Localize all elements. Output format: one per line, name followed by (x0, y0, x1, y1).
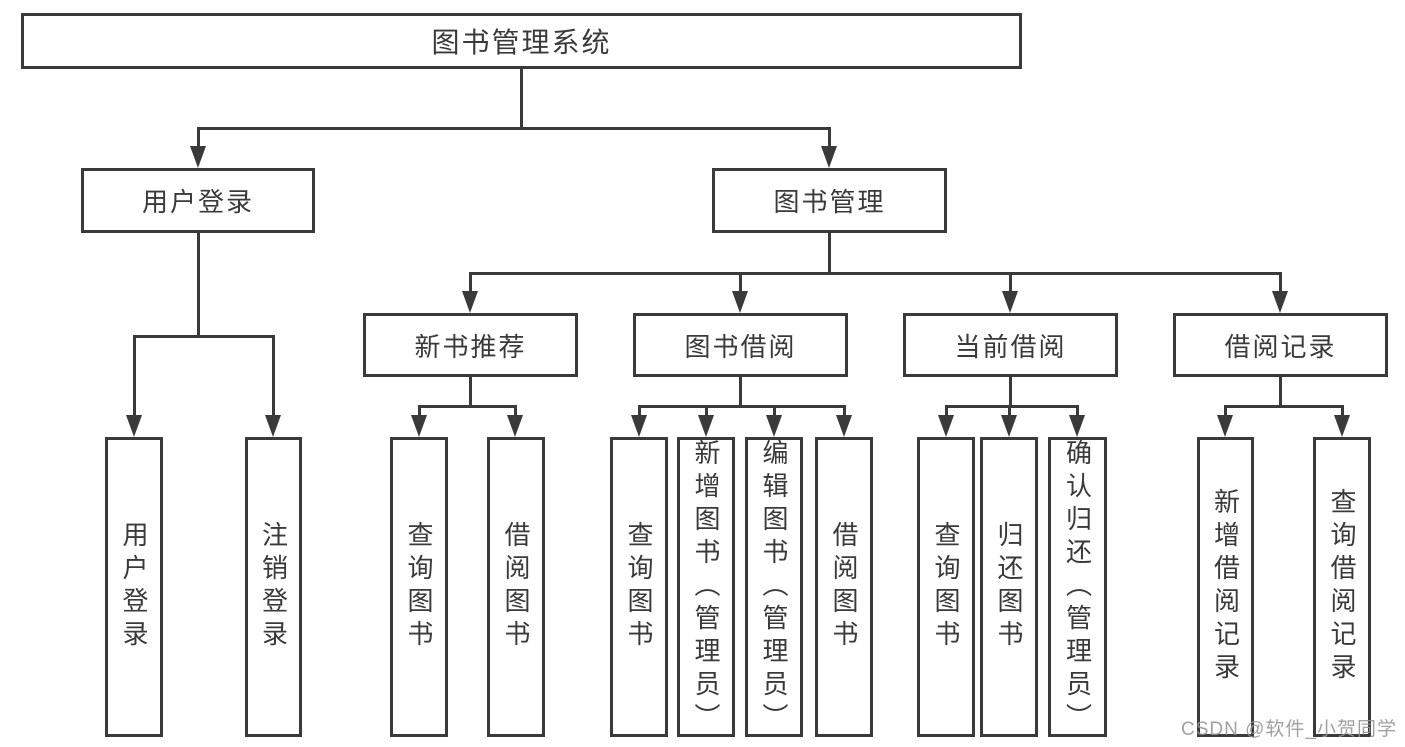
connector-new-book-stub (469, 377, 472, 405)
leaf-label: 查询借阅记录 (1327, 488, 1357, 686)
node-user-login: 用户登录 (81, 168, 315, 233)
leaf-add-borrow-record: 新增借阅记录 (1197, 437, 1254, 737)
leaf-return-book: 归还图书 (980, 437, 1038, 737)
node-borrow-records: 借阅记录 (1173, 313, 1388, 377)
arrowhead-down (821, 146, 837, 168)
connector-root-stub (520, 69, 523, 127)
arrowhead-down (1334, 415, 1350, 437)
connector-drop (1224, 405, 1227, 418)
leaf-label: 借阅图书 (501, 521, 531, 653)
arrowhead-down (836, 415, 852, 437)
leaf-edit-book-admin: 编辑图书（管理员） (745, 437, 803, 737)
node-label: 图书借阅 (684, 331, 797, 362)
leaf-label: 查询图书 (404, 521, 434, 653)
connector-drop (1008, 405, 1011, 418)
arrowhead-down (265, 415, 281, 437)
arrowhead-down (1002, 291, 1018, 313)
leaf-borrow-books: 借阅图书 (815, 437, 873, 737)
arrowhead-down (1217, 415, 1233, 437)
arrowhead-down (1272, 291, 1288, 313)
leaf-label: 查询图书 (624, 521, 654, 653)
leaf-label: 新增借阅记录 (1210, 488, 1241, 686)
csdn-watermark: CSDN @软件_小贺同学 (1181, 719, 1397, 740)
connector-new-book-hline (418, 405, 517, 408)
leaf-query-books-borrow: 查询图书 (610, 437, 668, 737)
connector-drop (1076, 405, 1079, 418)
connector-drop-current-borrow (1009, 272, 1012, 293)
connector-book-borrow-hline (638, 405, 844, 408)
connector-drop-book-management (828, 127, 831, 148)
arrowhead-down (126, 415, 142, 437)
connector-borrow-records-stub (1279, 377, 1282, 405)
node-label: 图书管理 (773, 187, 886, 217)
connector-drop-new-book (469, 272, 472, 293)
leaf-confirm-return-admin: 确认归还（管理员） (1048, 437, 1107, 737)
leaf-user-login: 用户登录 (105, 437, 163, 737)
connector-drop-user-login (197, 127, 200, 148)
arrowhead-down (732, 291, 748, 313)
arrowhead-down (938, 415, 954, 437)
connector-drop-leaf-user-login (133, 335, 136, 419)
node-book-management: 图书管理 (712, 168, 947, 233)
arrowhead-down (631, 415, 647, 437)
connector-drop-book-borrow (739, 272, 742, 293)
connector-user-login-hline (133, 335, 275, 338)
leaf-label: 编辑图书（管理员） (759, 438, 789, 736)
connector-current-borrow-stub (1009, 377, 1012, 405)
node-label: 用户登录 (141, 187, 254, 217)
arrowhead-down (411, 415, 427, 437)
connector-drop (843, 405, 846, 418)
leaf-query-books-newrec: 查询图书 (390, 437, 448, 737)
connector-drop-borrow-records (1279, 272, 1282, 293)
connector-book-mgmt-hline (469, 272, 1282, 275)
node-label: 当前借阅 (954, 331, 1067, 362)
connector-drop (514, 405, 517, 418)
arrowhead-down (1001, 415, 1017, 437)
node-label: 新书推荐 (414, 331, 527, 362)
node-label: 借阅记录 (1224, 331, 1337, 362)
leaf-query-books-current: 查询图书 (917, 437, 975, 737)
leaf-label: 用户登录 (119, 521, 149, 653)
connector-drop-leaf-logout (272, 335, 275, 419)
arrowhead-down (766, 415, 782, 437)
leaf-label: 借阅图书 (829, 521, 859, 653)
connector-drop (705, 405, 708, 418)
leaf-label: 归还图书 (994, 521, 1024, 653)
arrowhead-down (462, 291, 478, 313)
leaf-logout: 注销登录 (245, 437, 302, 737)
leaf-query-borrow-record: 查询借阅记录 (1313, 437, 1371, 737)
connector-drop (773, 405, 776, 418)
node-library-management-system: 图书管理系统 (21, 13, 1022, 69)
node-label: 图书管理系统 (431, 27, 612, 58)
connector-book-borrow-stub (739, 377, 742, 405)
node-book-borrow: 图书借阅 (633, 313, 848, 377)
node-current-borrow: 当前借阅 (903, 313, 1118, 377)
leaf-label: 查询图书 (931, 521, 961, 653)
arrowhead-down (698, 415, 714, 437)
leaf-label: 确认归还（管理员） (1062, 438, 1093, 736)
connector-book-mgmt-stub (828, 233, 831, 272)
connector-current-borrow-hline (945, 405, 1078, 408)
arrowhead-down (1069, 415, 1085, 437)
connector-root-hline (197, 127, 831, 130)
arrowhead-down (190, 146, 206, 168)
leaf-borrow-books-newrec: 借阅图书 (487, 437, 545, 737)
connector-drop (1341, 405, 1344, 418)
connector-drop (945, 405, 948, 418)
connector-borrow-records-hline (1225, 405, 1343, 408)
arrowhead-down (507, 415, 523, 437)
connector-drop (638, 405, 641, 418)
leaf-label: 新增图书（管理员） (691, 438, 721, 736)
connector-drop (418, 405, 421, 418)
leaf-add-book-admin: 新增图书（管理员） (677, 437, 735, 737)
leaf-label: 注销登录 (258, 521, 289, 653)
node-new-book-recommend: 新书推荐 (363, 313, 578, 377)
connector-user-login-stub (197, 233, 200, 335)
